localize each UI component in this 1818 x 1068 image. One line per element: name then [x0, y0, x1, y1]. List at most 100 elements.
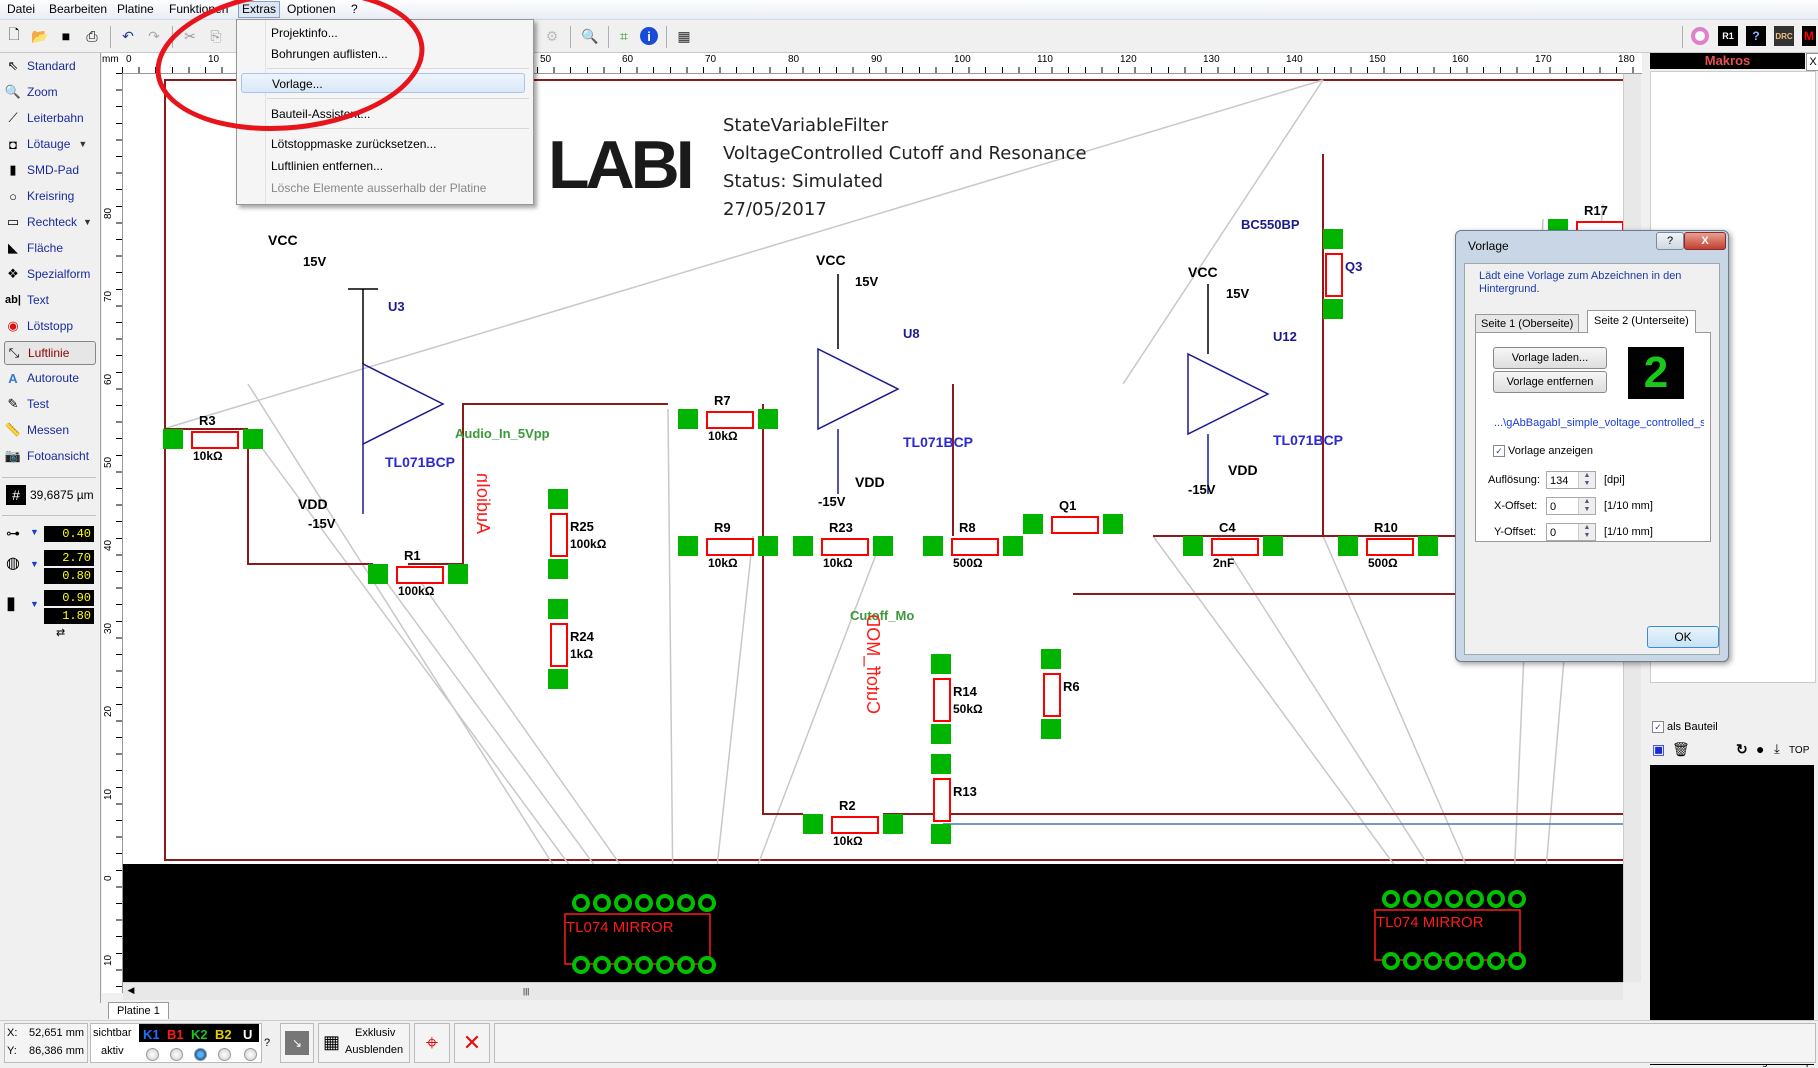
pad[interactable]	[1323, 229, 1343, 249]
pad[interactable]	[793, 536, 813, 556]
ic-pin[interactable]	[1487, 890, 1505, 908]
redo-icon[interactable]: ↷	[148, 27, 160, 44]
pad[interactable]	[803, 814, 823, 834]
tool-test[interactable]: ✎Test	[4, 393, 94, 415]
layer-help[interactable]: ?	[264, 1037, 271, 1049]
menu-item-vorlage[interactable]: Vorlage...	[241, 73, 525, 93]
dropdown-arrow-icon[interactable]: ▼	[30, 559, 39, 569]
ic-pin[interactable]	[1508, 952, 1526, 970]
pad[interactable]	[548, 669, 568, 689]
ic-pin[interactable]	[1445, 952, 1463, 970]
print-icon[interactable]: ⎙	[86, 27, 98, 44]
pad[interactable]	[1338, 536, 1358, 556]
ic-pin[interactable]	[572, 894, 590, 912]
menu-item-projektinfo[interactable]: Projektinfo...	[271, 26, 338, 40]
spinner-arrows-icon[interactable]: ▲▼	[1578, 498, 1595, 514]
menu-optionen[interactable]: Optionen	[287, 2, 336, 16]
cut-icon[interactable]: ✂	[184, 27, 196, 44]
zoom-glass-icon[interactable]: 🔍	[581, 27, 599, 44]
y-offset-spinner[interactable]: 0▲▼	[1546, 523, 1596, 541]
layer-k2-radio[interactable]	[194, 1048, 207, 1061]
pad[interactable]	[923, 536, 943, 556]
record-icon[interactable]: ●	[1756, 741, 1765, 757]
pad[interactable]	[1041, 649, 1061, 669]
smd-height-field[interactable]: 1.80	[44, 608, 94, 624]
pad[interactable]	[678, 536, 698, 556]
layer-u-toggle[interactable]: U	[243, 1027, 253, 1042]
ic-pin[interactable]	[635, 956, 653, 974]
ic-pin[interactable]	[1445, 890, 1463, 908]
pad[interactable]	[548, 559, 568, 579]
pad[interactable]	[873, 536, 893, 556]
tool-loetstopp[interactable]: ◉Lötstopp	[4, 315, 94, 337]
pad[interactable]	[758, 409, 778, 429]
ic-pin[interactable]	[698, 894, 716, 912]
open-folder-icon[interactable]: 📂	[31, 27, 49, 44]
copy-icon[interactable]: ⎘	[210, 27, 222, 44]
menu-extras[interactable]: Extras	[238, 1, 281, 18]
layer-u-radio[interactable]	[244, 1048, 257, 1061]
help-button[interactable]: ?	[1656, 232, 1684, 250]
undo-icon[interactable]: ↶	[122, 27, 134, 44]
menu-platine[interactable]: Platine	[117, 2, 154, 16]
tool-messen[interactable]: 📏Messen	[4, 422, 70, 437]
tool-rechteck[interactable]: ▭Rechteck▼	[4, 211, 94, 233]
ic-pin[interactable]	[1424, 890, 1442, 908]
pad[interactable]	[368, 564, 388, 584]
load-template-button[interactable]: Vorlage laden...	[1493, 347, 1607, 369]
info-icon[interactable]: i	[640, 27, 658, 45]
grid-pattern-icon[interactable]: ▦	[677, 27, 691, 44]
ic-pin[interactable]	[614, 956, 632, 974]
pad[interactable]	[1418, 536, 1438, 556]
x-offset-spinner[interactable]: 0▲▼	[1546, 497, 1596, 515]
ic-pin[interactable]	[677, 894, 695, 912]
ic-pin[interactable]	[593, 956, 611, 974]
close-makros-button[interactable]: X	[1806, 53, 1818, 71]
tool-zoom[interactable]: 🔍Zoom	[4, 84, 58, 99]
tab-seite-2[interactable]: Seite 2 (Unterseite)	[1587, 310, 1696, 333]
scroll-left-icon[interactable]: ◀	[127, 985, 135, 995]
horizontal-scrollbar[interactable]: ◀ |||	[123, 982, 1623, 1000]
tool-loetauge[interactable]: ◘Lötauge▼	[4, 133, 94, 155]
save-icon[interactable]: ■	[61, 28, 71, 44]
pad[interactable]	[1103, 514, 1123, 534]
tool-fotoansicht[interactable]: 📷Fotoansicht	[4, 448, 90, 463]
smd-width-field[interactable]: 0.90	[44, 590, 94, 606]
save-macro-icon[interactable]: ▣	[1652, 741, 1666, 757]
crop-tool-icon[interactable]: ⌗	[620, 27, 628, 44]
dropdown-arrow-icon[interactable]: ▼	[83, 217, 92, 227]
ic-pin[interactable]	[1487, 952, 1505, 970]
remove-template-button[interactable]: Vorlage entfernen	[1493, 371, 1607, 393]
ic-pin[interactable]	[1466, 890, 1484, 908]
ic-pin[interactable]	[1382, 952, 1400, 970]
drc-icon[interactable]: DRC	[1774, 26, 1794, 46]
ic-pin[interactable]	[698, 956, 716, 974]
tool-standard[interactable]: ⇖Standard	[4, 55, 94, 77]
layer-k1-radio[interactable]	[146, 1048, 159, 1061]
pad[interactable]	[931, 754, 951, 774]
pad-inner-field[interactable]: 0.80	[44, 568, 94, 584]
show-template-checkbox[interactable]: ✓ Vorlage anzeigen	[1493, 445, 1593, 457]
track-mode-button[interactable]: ↘	[280, 1023, 314, 1063]
menu-item-bohrungen[interactable]: Bohrungen auflisten...	[271, 47, 388, 61]
ic-pin[interactable]	[1424, 952, 1442, 970]
menu-item-bauteil-assistent[interactable]: Bauteil-Assistent...	[271, 107, 371, 121]
pad[interactable]	[1263, 536, 1283, 556]
dropdown-arrow-icon[interactable]: ▼	[30, 599, 39, 609]
crosshair-button[interactable]: ⌖	[414, 1023, 450, 1063]
pad-ring-icon[interactable]	[1690, 26, 1710, 46]
layer-b2-toggle[interactable]: B2	[215, 1027, 232, 1042]
spinner-arrows-icon[interactable]: ▲▼	[1578, 524, 1595, 540]
macro-m-icon[interactable]: M	[1802, 26, 1816, 46]
trash-icon[interactable]: 🗑	[1672, 741, 1690, 757]
ic-pin[interactable]	[656, 894, 674, 912]
pad[interactable]	[448, 564, 468, 584]
resolution-spinner[interactable]: 134▲▼	[1546, 471, 1596, 489]
pad[interactable]	[883, 814, 903, 834]
exclusive-hide-button[interactable]: ▦ Exklusiv Ausblenden	[318, 1023, 410, 1063]
tool-leiterbahn[interactable]: ⟋Leiterbahn	[4, 107, 94, 129]
menu-help[interactable]: ?	[351, 2, 358, 16]
pad[interactable]	[931, 654, 951, 674]
